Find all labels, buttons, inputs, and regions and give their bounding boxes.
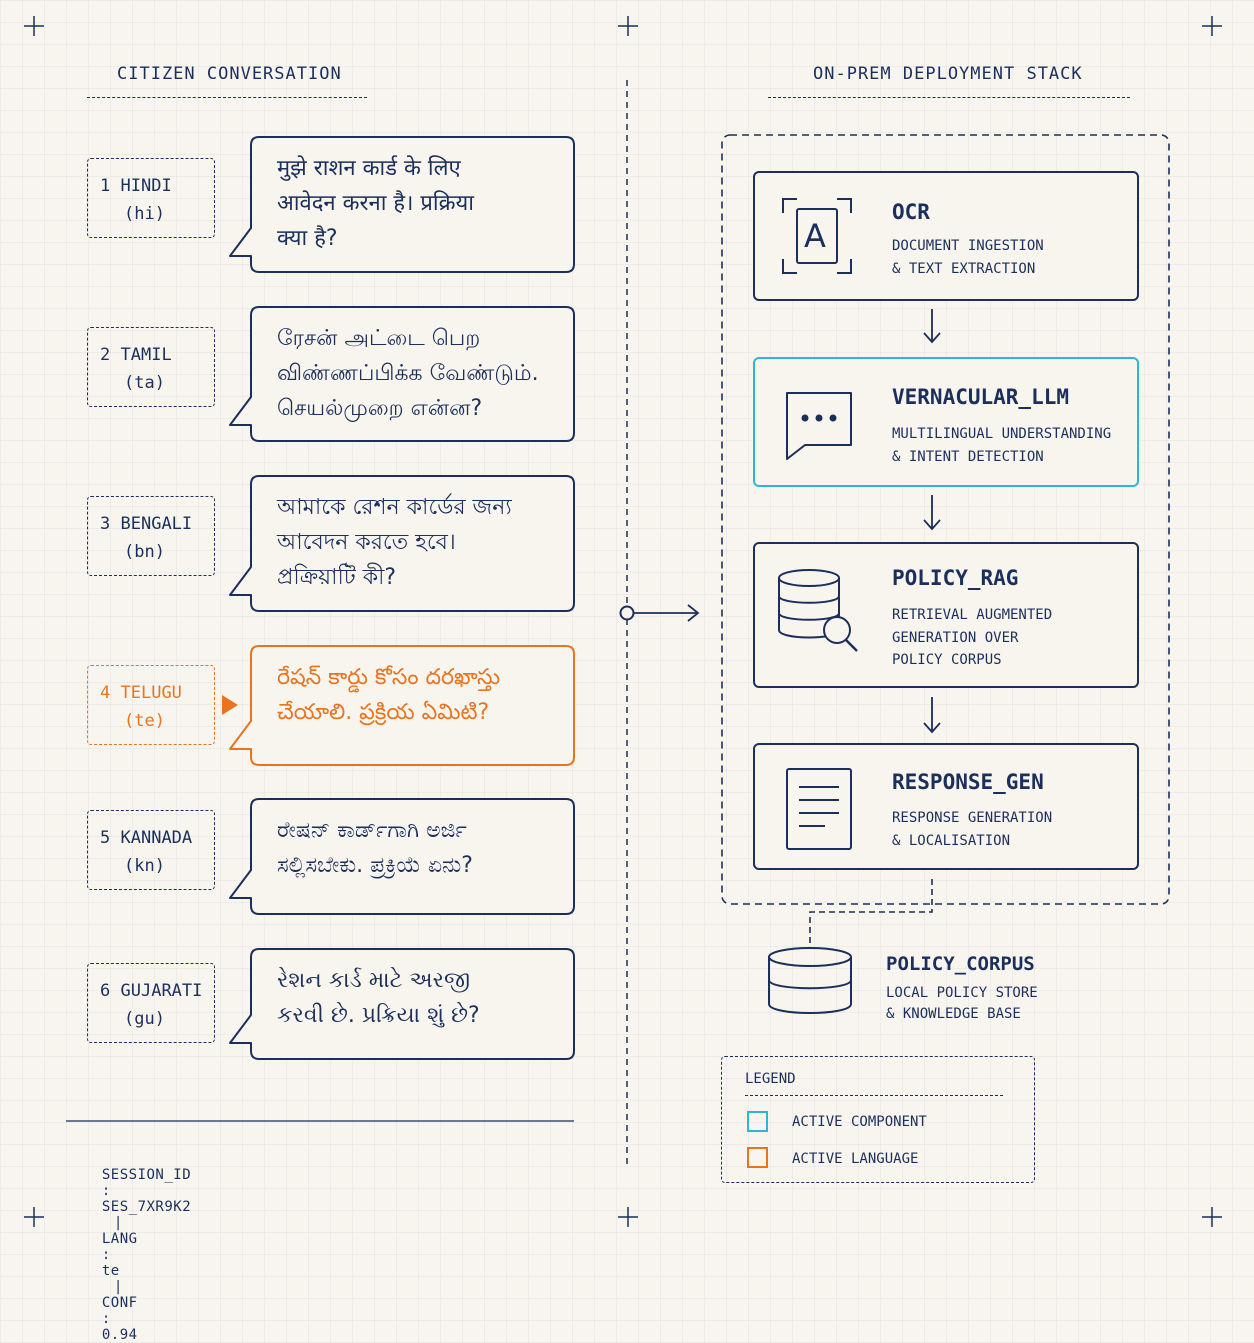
language-tag-telugu[interactable]: 4 TELUGU (te) xyxy=(87,665,215,745)
stack-desc-policy-rag: RETRIEVAL AUGMENTED GENERATION OVER POLI… xyxy=(892,607,1053,668)
legend: LEGEND ACTIVE COMPONENT ACTIVE LANGUAGE xyxy=(721,1056,1035,1183)
right-section-title: ON-PREM DEPLOYMENT STACK xyxy=(813,64,1083,84)
language-tag-bengali[interactable]: 3 BENGALI (bn) xyxy=(87,496,215,576)
language-label: 5 KANNADA xyxy=(100,824,214,852)
language-code: (gu) xyxy=(124,1009,165,1029)
conf-value: 0.94 xyxy=(101,1327,138,1343)
stack-desc-vernacular-llm: MULTILINGUAL UNDERSTANDING & INTENT DETE… xyxy=(892,426,1112,465)
language-code: (te) xyxy=(124,711,165,731)
language-number: 1 xyxy=(100,176,111,196)
language-number: 5 xyxy=(100,828,111,848)
message-bubble-telugu: రేషన్ కార్డు కోసం దరఖాస్తు చేయాలి. ప్రక్… xyxy=(229,645,575,766)
database-icon xyxy=(768,947,852,1014)
stack-box-vernacular-llm: VERNACULAR_LLM MULTILINGUAL UNDERSTANDIN… xyxy=(753,357,1139,487)
language-name: TELUGU xyxy=(120,683,182,703)
legend-rule xyxy=(745,1095,1003,1096)
language-tag-hindi[interactable]: 1 HINDI (hi) xyxy=(87,158,215,238)
language-code: (hi) xyxy=(124,204,165,224)
bubble-outline xyxy=(229,475,575,612)
message-bubble-hindi: मुझे राशन कार्ड के लिए आवेदन करना है। प्… xyxy=(229,136,575,273)
left-section-title: CITIZEN CONVERSATION xyxy=(117,64,342,84)
language-label: 1 HINDI xyxy=(100,172,214,200)
language-name: GUJARATI xyxy=(120,981,203,1001)
stack-desc-response-gen: RESPONSE GENERATION & LOCALISATION xyxy=(892,810,1053,849)
legend-label-active-component: ACTIVE COMPONENT xyxy=(792,1114,927,1130)
language-name: BENGALI xyxy=(120,514,193,534)
left-title-rule xyxy=(87,97,367,98)
bubble-outline xyxy=(229,136,575,273)
language-name: TAMIL xyxy=(120,345,172,365)
message-text: ரேசன் அட்டை பெற விண்ணப்பிக்க வேண்டும். ச… xyxy=(277,326,539,421)
language-label: 2 TAMIL xyxy=(100,341,214,369)
footer-separator: | xyxy=(113,1215,123,1231)
stack-name-response-gen: RESPONSE_GEN xyxy=(892,770,1044,794)
active-language-indicator-icon xyxy=(222,695,238,715)
language-number: 2 xyxy=(100,345,111,365)
message-text: मुझे राशन कार्ड के लिए आवेदन करना है। प्… xyxy=(277,156,474,251)
message-bubble-tamil: ரேசன் அட்டை பெற விண்ணப்பிக்க வேண்டும். ச… xyxy=(229,306,575,442)
language-label: 6 GUJARATI xyxy=(100,977,214,1005)
language-name: KANNADA xyxy=(120,828,193,848)
legend-swatch-active-language xyxy=(747,1147,768,1168)
legend-title: LEGEND xyxy=(745,1071,796,1087)
language-name: HINDI xyxy=(120,176,172,196)
database-search-icon xyxy=(778,569,858,652)
ocr-glyph: A xyxy=(804,217,826,255)
corner-marks xyxy=(24,16,1222,1227)
message-text: ರೇಷನ್ ಕಾರ್ಡ್‌ಗಾಗಿ ಅರ್ಜಿ ಸಲ್ಲಿಸಬೇಕು. ಪ್ರಕ… xyxy=(277,818,473,878)
footer-colon: : xyxy=(101,1311,111,1327)
footer-separator: | xyxy=(113,1279,123,1295)
language-label: 4 TELUGU xyxy=(100,679,214,707)
language-code: (ta) xyxy=(124,373,165,393)
bubble-outline xyxy=(229,306,575,442)
message-text: రేషన్ కార్డు కోసం దరఖాస్తు చేయాలి. ప్రక్… xyxy=(277,665,501,725)
language-label: 3 BENGALI xyxy=(100,510,214,538)
conf-label: CONF xyxy=(101,1295,138,1311)
bubble-outline xyxy=(229,798,575,915)
language-tag-tamil[interactable]: 2 TAMIL (ta) xyxy=(87,327,215,407)
language-number: 6 xyxy=(100,981,111,1001)
session-id-label: SESSION_ID xyxy=(101,1167,192,1183)
legend-label-active-language: ACTIVE LANGUAGE xyxy=(792,1151,919,1167)
chat-bubble-icon xyxy=(786,392,852,460)
session-id-value: SES_7XR9K2 xyxy=(101,1199,192,1215)
stack-name-vernacular-llm: VERNACULAR_LLM xyxy=(892,385,1070,409)
corpus-name: POLICY_CORPUS xyxy=(886,953,1035,975)
ocr-scan-icon xyxy=(782,198,852,274)
language-number: 4 xyxy=(100,683,111,703)
stack-box-response-gen: RESPONSE_GEN RESPONSE GENERATION & LOCAL… xyxy=(753,743,1139,870)
stack-box-policy-rag: POLICY_RAG RETRIEVAL AUGMENTED GENERATIO… xyxy=(753,542,1139,688)
lang-label: LANG xyxy=(101,1231,138,1247)
stack-name-policy-rag: POLICY_RAG xyxy=(892,566,1019,590)
message-text: રેશન કાર્ડ માટે અરજી કરવી છે. પ્રક્રિયા … xyxy=(277,968,480,1028)
document-icon xyxy=(786,768,852,850)
language-code: (kn) xyxy=(124,856,165,876)
bubble-outline xyxy=(229,948,575,1060)
bubble-outline xyxy=(229,645,575,766)
language-tag-gujarati[interactable]: 6 GUJARATI (gu) xyxy=(87,963,215,1043)
footer-colon: : xyxy=(101,1247,111,1263)
stack-desc-ocr: DOCUMENT INGESTION & TEXT EXTRACTION xyxy=(892,238,1044,277)
footer-colon: : xyxy=(101,1183,111,1199)
language-number: 3 xyxy=(100,514,111,534)
right-title-rule xyxy=(768,97,1130,98)
message-bubble-kannada: ರೇಷನ್ ಕಾರ್ಡ್‌ಗಾಗಿ ಅರ್ಜಿ ಸಲ್ಲಿಸಬೇಕು. ಪ್ರಕ… xyxy=(229,798,575,915)
corpus-desc: LOCAL POLICY STORE & KNOWLEDGE BASE xyxy=(886,985,1038,1022)
legend-swatch-active-component xyxy=(747,1111,768,1132)
session-footer: SESSION_ID : SES_7XR9K2 | LANG : te | CO… xyxy=(84,1151,191,1343)
stack-name-ocr: OCR xyxy=(892,200,930,224)
language-code: (bn) xyxy=(124,542,165,562)
message-bubble-gujarati: રેશન કાર્ડ માટે અરજી કરવી છે. પ્રક્રિયા … xyxy=(229,948,575,1060)
message-text: আমাকে রেশন কার্ডের জন্য আবেদন করতে হবে। … xyxy=(277,495,512,590)
lang-value: te xyxy=(101,1263,120,1279)
language-tag-kannada[interactable]: 5 KANNADA (kn) xyxy=(87,810,215,890)
message-bubble-bengali: আমাকে রেশন কার্ডের জন্য আবেদন করতে হবে। … xyxy=(229,475,575,612)
stack-box-ocr: A OCR DOCUMENT INGESTION & TEXT EXTRACTI… xyxy=(753,171,1139,301)
